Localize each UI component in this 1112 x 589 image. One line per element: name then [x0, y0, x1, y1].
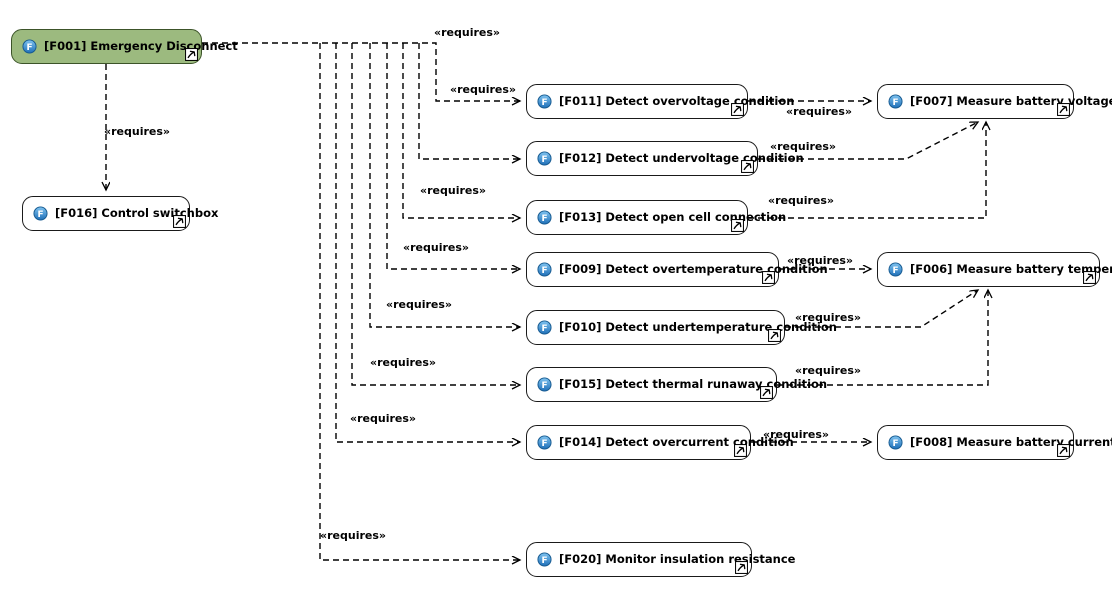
edge-label-f013-to-f007: «requires»: [768, 194, 834, 207]
edge-label-f001-to-f009: «requires»: [403, 241, 469, 254]
requirement-node-f016[interactable]: F [F016] Control switchbox: [22, 196, 218, 231]
svg-text:F: F: [26, 43, 32, 53]
feature-f-icon: F: [888, 262, 903, 277]
requires-edge-f001-to-f014[interactable]: [335, 43, 520, 442]
svg-text:F: F: [892, 98, 898, 108]
edge-label-f001-to-f011: «requires»: [434, 26, 500, 39]
edge-label-f014-to-f008: «requires»: [763, 428, 829, 441]
requires-edge-f013-to-f007[interactable]: [748, 122, 986, 219]
edge-label-f009-to-f006: «requires»: [787, 254, 853, 267]
requirement-node-f020[interactable]: F [F020] Monitor insulation resistance: [526, 542, 795, 577]
open-in-new-icon[interactable]: [762, 271, 775, 284]
svg-text:F: F: [892, 266, 898, 276]
requirement-node-f011[interactable]: F [F011] Detect overvoltage condition: [526, 84, 794, 119]
edge-label-f012-to-f007: «requires»: [770, 140, 836, 153]
open-in-new-icon[interactable]: [768, 329, 781, 342]
svg-text:F: F: [541, 439, 547, 449]
node-label-f013: [F013] Detect open cell connection: [559, 209, 787, 224]
requires-edge-f010-to-f006[interactable]: [785, 290, 978, 328]
edge-label-f001-to-f010: «requires»: [386, 298, 452, 311]
edge-label-f011-to-f007: «requires»: [786, 105, 852, 118]
open-in-new-icon[interactable]: [731, 103, 744, 116]
requirement-node-f006[interactable]: F [F006] Measure battery temperature: [877, 252, 1112, 287]
requires-edge-f001-to-f015[interactable]: [351, 43, 520, 385]
requires-edge-f001-to-f011[interactable]: [202, 42, 520, 101]
node-label-f009: [F009] Detect overtemperature condition: [559, 261, 828, 276]
node-label-f020: [F020] Monitor insulation resistance: [559, 551, 796, 566]
edge-label-f001-to-f020: «requires»: [320, 529, 386, 542]
feature-f-icon: F: [537, 320, 552, 335]
svg-text:F: F: [541, 381, 547, 391]
requires-edge-f001-to-f010[interactable]: [369, 43, 520, 327]
requires-edge-f001-to-f012[interactable]: [418, 43, 520, 159]
node-label-f010: [F010] Detect undertemperature condition: [559, 319, 837, 334]
edge-label-f001-to-f016: «requires»: [104, 125, 170, 138]
open-in-new-icon[interactable]: [185, 48, 198, 61]
feature-f-icon: F: [537, 377, 552, 392]
svg-text:F: F: [541, 324, 547, 334]
svg-text:F: F: [541, 98, 547, 108]
feature-f-icon: F: [537, 552, 552, 567]
node-label-f014: [F014] Detect overcurrent condition: [559, 434, 794, 449]
feature-f-icon: F: [537, 262, 552, 277]
feature-f-icon: F: [537, 94, 552, 109]
feature-f-icon: F: [888, 94, 903, 109]
open-in-new-icon[interactable]: [731, 219, 744, 232]
node-label-f008: [F008] Measure battery current: [910, 434, 1112, 449]
open-in-new-icon[interactable]: [734, 444, 747, 457]
requires-edge-f012-to-f007[interactable]: [758, 122, 978, 160]
requires-edge-f001-to-f009[interactable]: [386, 43, 520, 269]
open-in-new-icon[interactable]: [1057, 103, 1070, 116]
requirement-node-f014[interactable]: F [F014] Detect overcurrent condition: [526, 425, 794, 460]
requirement-node-f013[interactable]: F [F013] Detect open cell connection: [526, 200, 786, 235]
node-label-f006: [F006] Measure battery temperature: [910, 261, 1112, 276]
requires-edge-f001-to-f020[interactable]: [319, 43, 520, 560]
requirement-node-f009[interactable]: F [F009] Detect overtemperature condition: [526, 252, 828, 287]
edge-label-f001-to-f012: «requires»: [450, 83, 516, 96]
open-in-new-icon[interactable]: [1083, 271, 1096, 284]
svg-text:F: F: [541, 155, 547, 165]
svg-text:F: F: [541, 556, 547, 566]
open-in-new-icon[interactable]: [760, 386, 773, 399]
svg-text:F: F: [541, 214, 547, 224]
edge-label-f015-to-f006: «requires»: [795, 364, 861, 377]
node-label-f007: [F007] Measure battery voltage: [910, 93, 1112, 108]
node-label-f015: [F015] Detect thermal runaway condition: [559, 376, 828, 391]
edge-label-f010-to-f006: «requires»: [795, 311, 861, 324]
requirement-node-f007[interactable]: F [F007] Measure battery voltage: [877, 84, 1112, 119]
requirement-node-f010[interactable]: F [F010] Detect undertemperature conditio…: [526, 310, 837, 345]
feature-f-icon: F: [537, 210, 552, 225]
node-label-f012: [F012] Detect undervoltage condition: [559, 150, 804, 165]
node-label-f011: [F011] Detect overvoltage condition: [559, 93, 795, 108]
feature-f-icon: F: [537, 435, 552, 450]
open-in-new-icon[interactable]: [173, 215, 186, 228]
requirement-node-f012[interactable]: F [F012] Detect undervoltage condition: [526, 141, 804, 176]
requires-edge-f001-to-f013[interactable]: [402, 43, 520, 218]
feature-f-icon: F: [537, 151, 552, 166]
open-in-new-icon[interactable]: [735, 561, 748, 574]
node-label-f001: [F001] Emergency Disconnect: [44, 38, 238, 53]
svg-text:F: F: [541, 266, 547, 276]
requirement-node-f008[interactable]: F [F008] Measure battery current: [877, 425, 1112, 460]
requires-edge-f015-to-f006[interactable]: [777, 290, 988, 386]
requirement-node-f015[interactable]: F [F015] Detect thermal runaway condition: [526, 367, 827, 402]
open-in-new-icon[interactable]: [1057, 444, 1070, 457]
feature-f-icon: F: [888, 435, 903, 450]
feature-f-icon: F: [33, 206, 48, 221]
svg-text:F: F: [37, 210, 43, 220]
edge-label-f001-to-f014: «requires»: [350, 412, 416, 425]
edge-label-f001-to-f015: «requires»: [370, 356, 436, 369]
requirement-node-f001[interactable]: F [F001] Emergency Disconnect: [11, 29, 238, 64]
feature-f-icon: F: [22, 39, 37, 54]
open-in-new-icon[interactable]: [741, 160, 754, 173]
edge-label-f001-to-f013: «requires»: [420, 184, 486, 197]
svg-text:F: F: [892, 439, 898, 449]
node-label-f016: [F016] Control switchbox: [55, 205, 219, 220]
